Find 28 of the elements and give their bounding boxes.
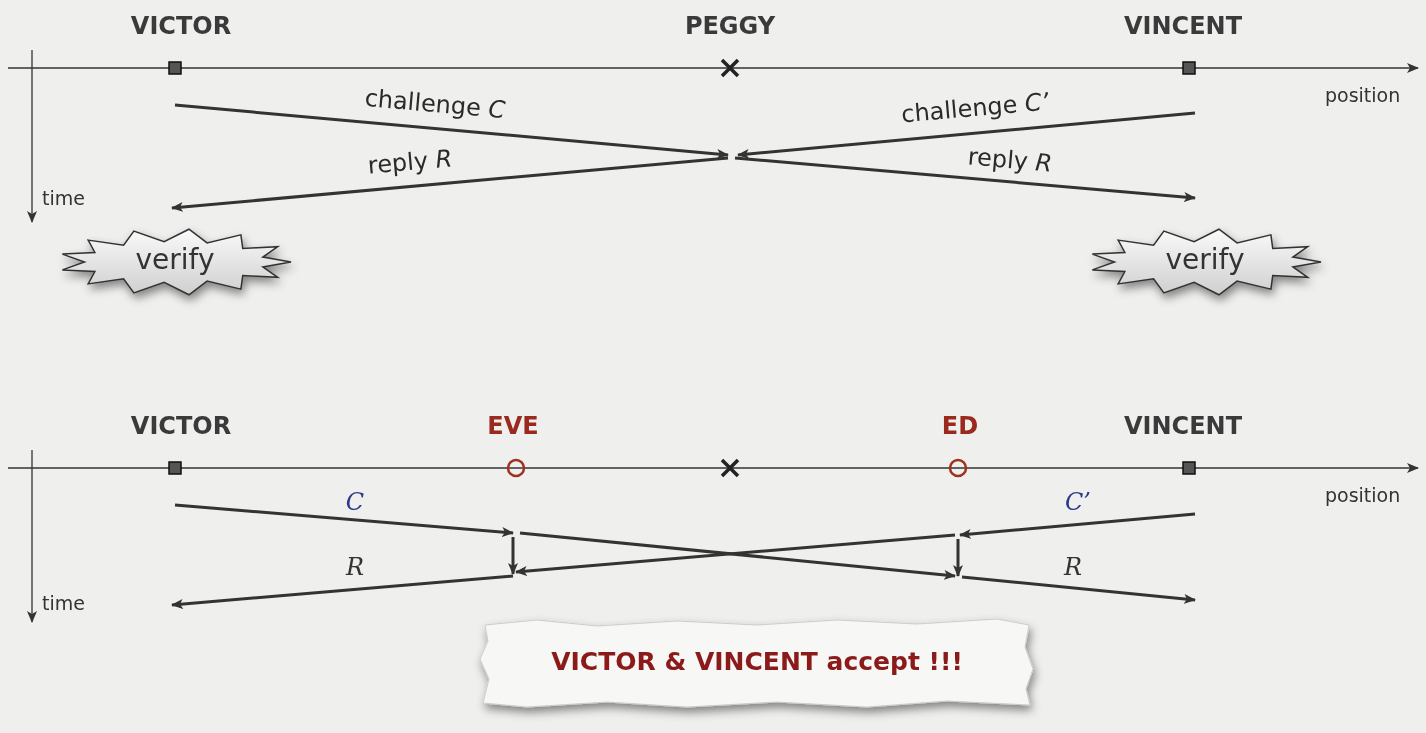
- participant-name: VINCENT: [1123, 412, 1243, 440]
- axis-label: time: [42, 592, 85, 614]
- edge-label: reply R: [966, 144, 1054, 176]
- participant-name: VINCENT: [1123, 12, 1243, 40]
- note-text: VICTOR & VINCENT accept !!!: [550, 647, 964, 676]
- arrow: [174, 503, 514, 538]
- arrow: [174, 103, 729, 159]
- edge-label: challenge C: [363, 85, 507, 123]
- participant-name: PEGGY: [684, 12, 776, 40]
- axis-label: position: [1325, 84, 1401, 106]
- arrow: [171, 156, 729, 212]
- burst-label: verify: [1164, 243, 1246, 276]
- participant-name: EVE: [487, 412, 539, 440]
- arrow: [959, 512, 1196, 539]
- axis-label: position: [1325, 484, 1401, 506]
- arrow: [737, 111, 1196, 159]
- arrow-label: R: [1064, 553, 1083, 581]
- axis-label: time: [42, 187, 85, 209]
- edge-label: reply R: [366, 146, 454, 178]
- arrow-label: R: [346, 553, 365, 581]
- participant-name: VICTOR: [130, 412, 232, 440]
- edge-label: C: [345, 490, 365, 514]
- edge-label: challenge C’: [900, 89, 1050, 127]
- edge-label: C’: [1065, 490, 1091, 514]
- participant-name: ED: [941, 412, 979, 440]
- arrow: [734, 156, 1196, 203]
- burst-label: verify: [134, 243, 216, 276]
- participant-name: VICTOR: [130, 12, 232, 40]
